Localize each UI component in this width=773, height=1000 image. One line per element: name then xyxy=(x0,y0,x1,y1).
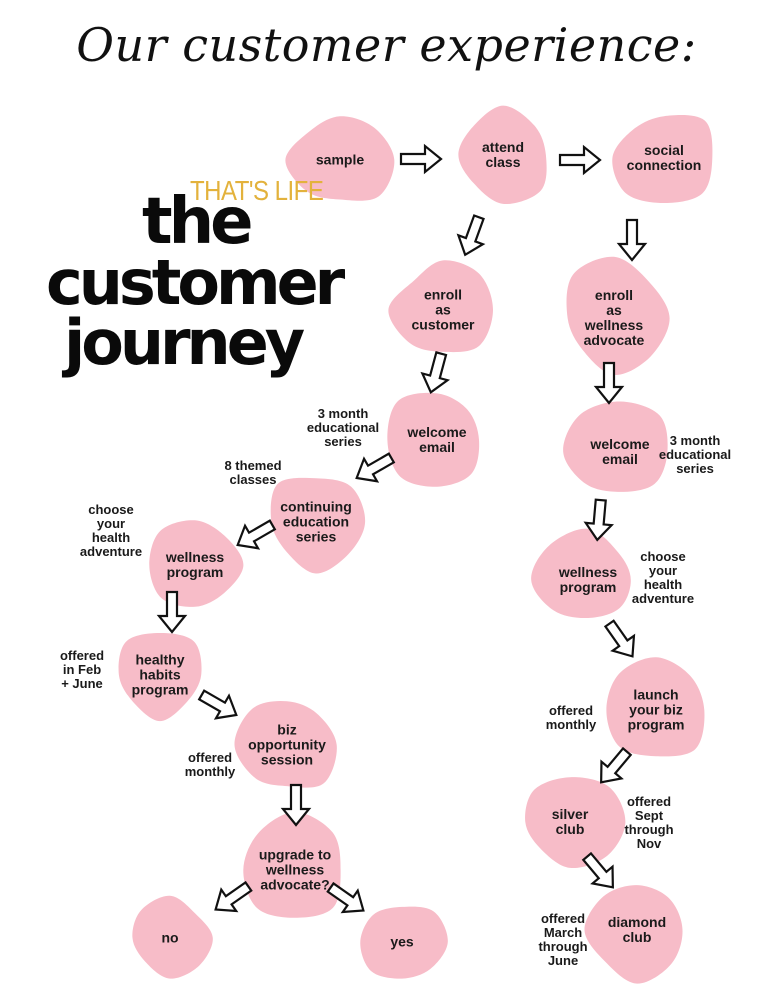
arrow-upgrade-to-yes xyxy=(326,881,365,914)
arrow-attend-class-to-enroll-customer xyxy=(456,214,486,257)
arrow-wellness-program-right-to-launch-biz xyxy=(603,619,636,658)
page-title: Our customer experience: xyxy=(76,18,697,72)
node-blob-healthy-habits xyxy=(118,632,202,722)
node-blob-no xyxy=(132,895,213,979)
arrow-social-connection-to-enroll-wellness-advocate xyxy=(616,218,648,262)
node-label-upgrade: upgrade to wellness advocate? xyxy=(258,846,332,893)
node-blob-wellness-program-right xyxy=(531,528,631,619)
node-blob-enroll-wellness-advocate xyxy=(566,256,670,375)
annotation-monthly-right: offered monthly xyxy=(545,703,597,732)
node-label-biz-opportunity: biz opportunity session xyxy=(248,721,326,768)
arrow-welcome-email-right-to-wellness-program-right xyxy=(583,498,615,542)
annotation-march-june: offered March through June xyxy=(538,911,588,968)
node-label-welcome-email-right: welcome email xyxy=(590,436,650,467)
arrow-wellness-program-left-to-healthy-habits xyxy=(156,590,188,634)
node-blob-upgrade xyxy=(243,811,341,918)
node-blob-attend-class xyxy=(458,105,547,205)
big-title-line-3: journey xyxy=(64,306,305,379)
arrow-upgrade-to-no xyxy=(214,880,253,913)
arrow-attend-class-to-social-connection xyxy=(558,144,602,176)
node-label-social-connection: social connection xyxy=(626,142,702,173)
arrow-sample-to-attend-class xyxy=(399,143,443,175)
arrow-silver-club-to-diamond-club xyxy=(581,851,614,889)
annotation-choose-right: choose your health adventure xyxy=(631,549,695,606)
node-label-healthy-habits: healthy habits program xyxy=(131,651,189,698)
node-blob-sample xyxy=(285,116,395,201)
arrow-launch-biz-to-silver-club xyxy=(600,746,633,784)
node-label-no: no xyxy=(161,929,179,946)
big-title-line-2: customer xyxy=(46,246,345,319)
node-label-enroll-customer: enroll as customer xyxy=(411,286,475,333)
node-label-attend-class: attend class xyxy=(482,139,524,170)
annotation-three-month-left: 3 month educational series xyxy=(306,406,380,449)
node-label-sample: sample xyxy=(315,151,365,168)
node-label-enroll-wellness-advocate: enroll as wellness advocate xyxy=(583,287,645,348)
arrow-continuing-education-to-wellness-program-left xyxy=(236,519,277,550)
brand-tag: THAT'S LIFE xyxy=(190,175,324,207)
annotation-choose-left: choose your health adventure xyxy=(79,502,143,559)
node-label-welcome-email-left: welcome email xyxy=(407,424,467,455)
annotation-three-month-right: 3 month educational series xyxy=(658,433,732,476)
node-blob-silver-club xyxy=(525,777,626,869)
node-blob-launch-biz xyxy=(606,657,705,757)
node-blob-yes xyxy=(360,906,448,979)
node-blob-welcome-email-right xyxy=(563,401,668,492)
big-title-line-1: the xyxy=(142,185,254,259)
node-blob-social-connection xyxy=(612,115,713,204)
node-blob-welcome-email-left xyxy=(387,392,480,487)
arrow-enroll-wellness-advocate-to-welcome-email-right xyxy=(593,361,625,405)
node-label-yes: yes xyxy=(390,933,414,950)
node-blob-continuing-education xyxy=(270,477,366,574)
node-blob-enroll-customer xyxy=(388,260,493,353)
arrow-welcome-email-left-to-continuing-education xyxy=(355,452,396,483)
node-blob-wellness-program-left xyxy=(149,520,244,607)
node-label-wellness-program-left: wellness program xyxy=(165,549,225,580)
node-label-diamond-club: diamond club xyxy=(607,914,667,945)
arrow-biz-opportunity-to-upgrade xyxy=(280,783,312,827)
node-blob-diamond-club xyxy=(584,885,683,984)
annotation-monthly-left: offered monthly xyxy=(184,750,236,779)
node-label-continuing-education: continuing education series xyxy=(280,498,352,545)
node-blob-biz-opportunity xyxy=(234,701,337,788)
annotation-eight-themed: 8 themed classes xyxy=(224,458,282,487)
node-label-launch-biz: launch your biz program xyxy=(627,686,685,733)
node-label-wellness-program-right: wellness program xyxy=(558,564,618,595)
node-label-silver-club: silver club xyxy=(551,806,589,837)
annotation-sept-nov: offered Sept through Nov xyxy=(624,794,674,851)
annotation-feb-june: offered in Feb + June xyxy=(59,648,105,691)
arrow-healthy-habits-to-biz-opportunity xyxy=(197,689,238,720)
arrow-enroll-customer-to-welcome-email-left xyxy=(420,351,451,395)
